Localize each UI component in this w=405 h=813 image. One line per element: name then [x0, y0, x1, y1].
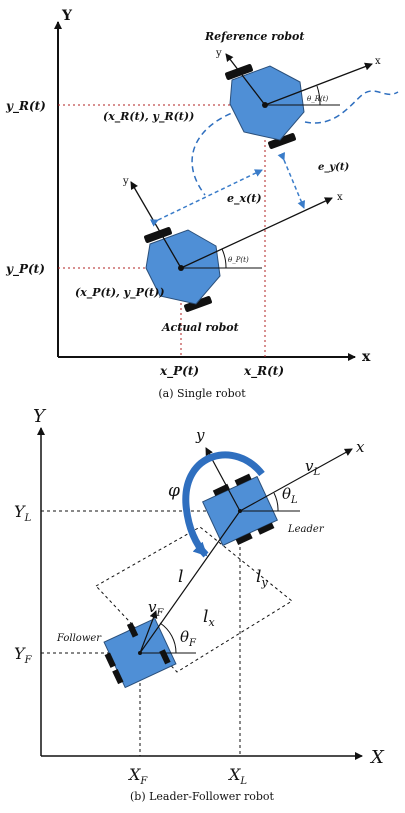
phi-rotation-arrow [182, 451, 265, 558]
actual-robot: x y θ_P(t) [122, 176, 343, 312]
ref-frame-y [225, 53, 266, 106]
l-y-label: ly [256, 567, 268, 589]
leader-theta-arc [273, 492, 279, 512]
y-f-tick: YF [14, 644, 33, 666]
l-x-sub: x [208, 616, 215, 629]
v-l-label: vL [305, 457, 320, 478]
leader-wheel-2 [234, 473, 252, 486]
x-f-main: X [127, 765, 141, 784]
y-f-main: Y [14, 644, 26, 663]
act-wheel-bottom [184, 296, 212, 312]
actual-robot-label: Actual robot [161, 321, 239, 334]
panel-b-y-axis-label: Y [33, 406, 47, 427]
y-l-sub: L [24, 513, 32, 524]
l-y-sub: y [260, 576, 268, 589]
panel-a-caption: (a) Single robot [158, 387, 246, 400]
x-f-tick: XF [127, 765, 148, 787]
l-y-main: l [256, 567, 261, 587]
y-l-main: Y [14, 502, 26, 521]
panel-b: Y X x y [14, 406, 385, 803]
x-l-sub: L [239, 776, 247, 787]
theta-f-label: θF [180, 628, 197, 649]
trajectory-arc [191, 109, 241, 196]
x-l-main: X [227, 765, 241, 784]
v-l-main: v [305, 457, 314, 475]
leader-frame-x-label: x [356, 438, 365, 456]
v-f-main: v [148, 598, 157, 616]
ref-frame-x-label: x [375, 56, 381, 67]
panel-a-x-axis-label: x [362, 349, 371, 365]
reference-robot: x y θ_R(t) [215, 48, 381, 149]
v-f-label: vF [148, 598, 164, 619]
act-theta-label: θ_P(t) [228, 256, 249, 264]
act-frame-y-label: y [122, 176, 129, 187]
y-f-sub: F [24, 655, 33, 666]
theta-l-sub: L [290, 495, 298, 506]
v-f-sub: F [155, 608, 164, 619]
y-p-label: y_P(t) [5, 262, 45, 277]
reference-trajectory [304, 90, 399, 124]
error-e-x [149, 169, 263, 227]
l-x-label: lx [203, 607, 215, 629]
panel-a: Y x x y θ_R(t) Reference robot [5, 8, 399, 400]
offset-box [95, 526, 293, 673]
leader-label: Leader [287, 524, 325, 535]
l-label: l [178, 567, 183, 587]
ref-coords-label: (x_R(t), y_R(t)) [103, 110, 194, 124]
theta-l-main: θ [282, 485, 291, 503]
phi-label: φ [168, 481, 180, 501]
theta-f-main: θ [180, 628, 189, 646]
follower-robot [103, 617, 177, 689]
ref-theta-label: θ_R(t) [307, 95, 329, 103]
x-l-tick: XL [227, 765, 247, 787]
act-wheel-top [144, 227, 172, 243]
y-r-label: y_R(t) [5, 99, 46, 114]
leader-frame-x [239, 448, 353, 512]
ref-frame-y-label: y [215, 48, 222, 59]
ref-frame-x [264, 62, 373, 106]
act-frame-x [180, 197, 333, 269]
follower-theta-arc [159, 622, 177, 654]
leader-wheel-4 [257, 522, 275, 535]
theta-l-label: θL [282, 485, 298, 506]
act-coords-label: (x_P(t), y_P(t)) [75, 286, 165, 300]
panel-b-caption: (b) Leader-Follower robot [130, 790, 275, 803]
act-frame-x-label: x [337, 192, 343, 203]
act-theta-arc [221, 248, 227, 269]
follower-wheel-3 [126, 622, 139, 638]
v-l-sub: L [312, 467, 320, 478]
leader-frame-y-label: y [195, 426, 205, 444]
error-e-y [277, 152, 305, 209]
panel-a-y-axis-label: Y [61, 8, 73, 24]
link-l [139, 510, 241, 654]
leader-wheel-3 [235, 532, 253, 545]
x-r-label: x_R(t) [243, 364, 284, 379]
l-x-main: l [203, 607, 208, 627]
e-y-label: e_y(t) [318, 162, 350, 173]
reference-robot-label: Reference robot [204, 30, 304, 43]
follower-wheel-1 [104, 652, 116, 668]
theta-f-sub: F [188, 638, 197, 649]
follower-wheel-2 [112, 668, 124, 685]
follower-label: Follower [56, 633, 102, 644]
y-l-tick: YL [14, 502, 32, 524]
x-p-label: x_P(t) [159, 364, 199, 379]
leader-wheel-1 [212, 483, 230, 497]
e-x-label: e_x(t) [227, 192, 262, 206]
follower-velocity [139, 610, 158, 654]
ref-wheel-bottom [268, 133, 296, 149]
x-f-sub: F [139, 776, 148, 787]
panel-b-x-axis-label: X [369, 747, 385, 768]
